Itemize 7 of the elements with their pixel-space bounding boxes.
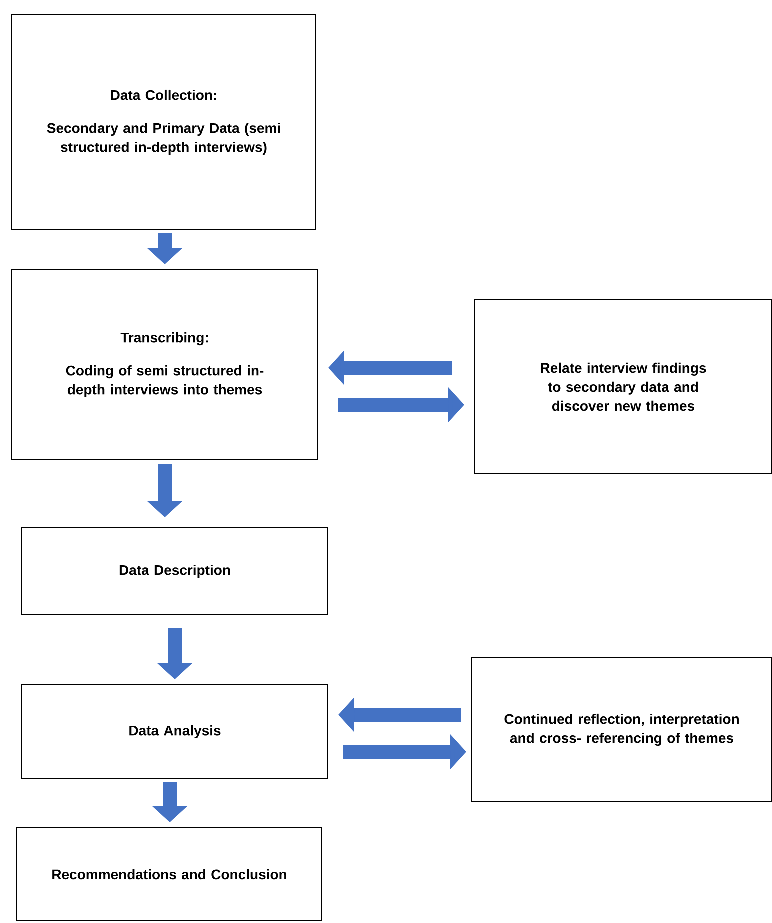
process-box: Data Analysis <box>22 684 328 780</box>
process-box: Relate interview findings to secondary data and discover new themes <box>474 300 772 474</box>
process-box: Data Collection: Secondary and Primary Data (semi structured in-depth interviews) <box>12 14 316 230</box>
process-box: Data Description <box>22 528 328 616</box>
process-box: Recommendations and Conclusion <box>16 828 322 922</box>
process-box: Transcribing: Coding of semi structured in-depth interviews into themes <box>12 270 318 460</box>
process-box: Continued reflection, interpretation and cross- referencing of themes <box>472 658 772 802</box>
